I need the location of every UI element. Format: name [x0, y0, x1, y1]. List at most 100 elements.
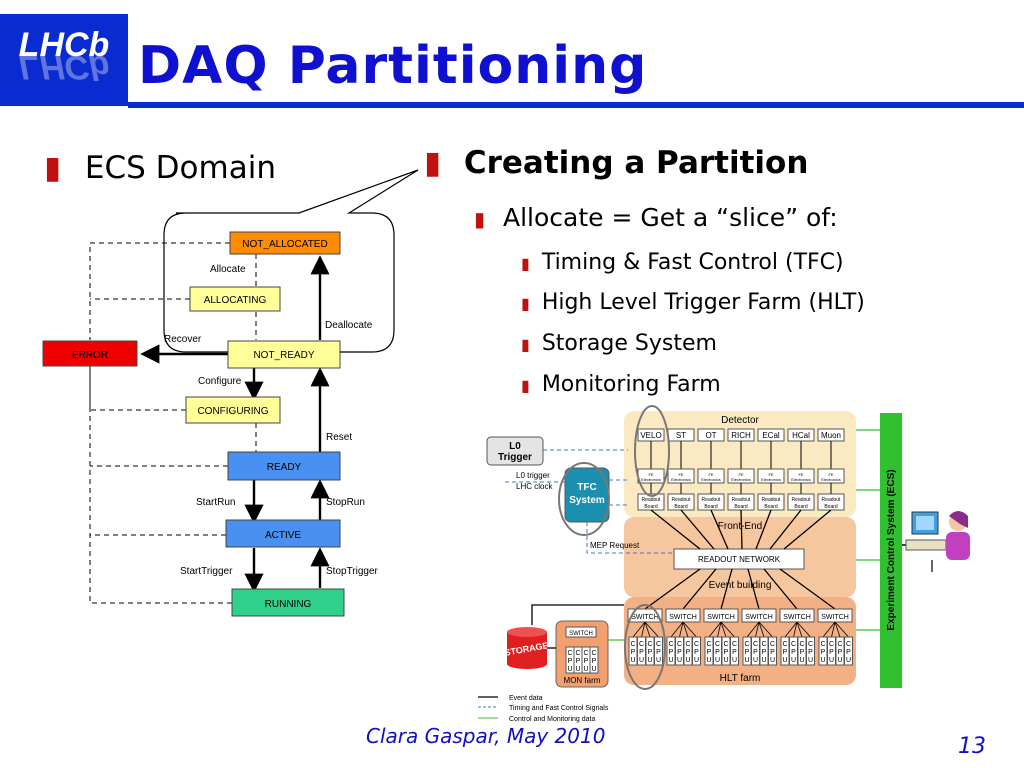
fe-label: FE: [648, 472, 653, 477]
cpu-label: C: [799, 641, 804, 648]
lhcb-logo: LHCb LHCb: [0, 14, 128, 106]
svg-text:CONFIGURING: CONFIGURING: [197, 406, 268, 417]
cpu-label: C: [753, 641, 758, 648]
fe-label: FE: [738, 472, 743, 477]
cpu-label: P: [846, 649, 851, 656]
fe-label: Electronics: [791, 477, 811, 482]
cpu-label: U: [723, 657, 728, 664]
cpu-label: P: [592, 658, 597, 665]
cpu-label: U: [694, 657, 699, 664]
svg-text:HLT farm: HLT farm: [720, 673, 761, 684]
subdetector-label: Muon: [821, 431, 841, 440]
readout-label: Board: [644, 504, 658, 510]
readout-label: Board: [794, 504, 808, 510]
svg-text:LHC clock: LHC clock: [516, 482, 553, 491]
cpu-label: P: [732, 649, 737, 656]
subdetector-label: OT: [705, 431, 716, 440]
creating-partition-label: Creating a Partition: [463, 145, 809, 181]
cpu-label: U: [656, 657, 661, 664]
cpu-label: C: [808, 641, 813, 648]
switch-label: SWITCH: [631, 614, 659, 621]
cpu-label: P: [677, 649, 682, 656]
cpu-label: C: [647, 641, 652, 648]
allocate-label: Allocate = Get a “slice” of:: [502, 203, 838, 232]
svg-text:NOT_ALLOCATED: NOT_ALLOCATED: [242, 239, 327, 250]
cpu-label: C: [770, 641, 775, 648]
cpu-label: P: [724, 649, 729, 656]
subdetector-label: HCal: [792, 431, 810, 440]
cpu-label: U: [753, 657, 758, 664]
cpu-label: C: [575, 650, 580, 657]
svg-text:TFC: TFC: [577, 482, 596, 493]
cpu-label: P: [648, 649, 653, 656]
svg-text:L0 trigger: L0 trigger: [516, 471, 550, 480]
cpu-label: P: [707, 649, 712, 656]
cpu-label: P: [783, 649, 788, 656]
cpu-label: U: [732, 657, 737, 664]
cpu-box: [806, 636, 815, 666]
svg-text:Deallocate: Deallocate: [325, 320, 373, 331]
readout-label: Board: [824, 504, 838, 510]
fe-label: FE: [798, 472, 803, 477]
switch-label: SWITCH: [745, 614, 773, 621]
state-not-allocated: [229, 231, 341, 255]
subdetector-label: VELO: [640, 431, 661, 440]
cpu-label: P: [686, 649, 691, 656]
svg-text:StartRun: StartRun: [196, 497, 235, 508]
cpu-label: C: [694, 641, 699, 648]
svg-text:Reset: Reset: [326, 432, 352, 443]
cpu-label: C: [829, 641, 834, 648]
cpu-label: P: [694, 649, 699, 656]
cpu-label: U: [706, 657, 711, 664]
state-allocating: [189, 286, 281, 312]
cpu-label: P: [639, 649, 644, 656]
fe-label: FE: [828, 472, 833, 477]
fe-label: Electronics: [701, 477, 721, 482]
cpu-label: P: [715, 649, 720, 656]
cpu-label: U: [808, 657, 813, 664]
fe-label: FE: [768, 472, 773, 477]
switch-label: SWITCH: [707, 614, 735, 621]
subdetector-label: ST: [676, 431, 686, 440]
readout-label: Readout: [762, 497, 782, 503]
cpu-label: C: [723, 641, 728, 648]
cpu-label: C: [791, 641, 796, 648]
ecs-bar: [880, 413, 902, 688]
state-active: [225, 519, 341, 548]
list-item: ▮Monitoring Farm: [521, 372, 721, 397]
svg-text:ALLOCATING: ALLOCATING: [204, 295, 267, 306]
sub-bullet: ▮ Allocate = Get a “slice” of:: [474, 203, 838, 232]
subdetector-label: RICH: [731, 431, 751, 440]
cpu-label: U: [782, 657, 787, 664]
operator-icon: [905, 511, 970, 572]
cpu-label: C: [583, 650, 588, 657]
readout-network: [673, 548, 805, 570]
svg-text:READOUT NETWORK: READOUT NETWORK: [698, 555, 781, 564]
cpu-label: P: [656, 649, 661, 656]
cpu-label: U: [846, 657, 851, 664]
cpu-box: [692, 636, 701, 666]
cpu-label: U: [829, 657, 834, 664]
cpu-label: C: [630, 641, 635, 648]
readout-label: Board: [704, 504, 718, 510]
fe-label: FE: [708, 472, 713, 477]
cpu-label: P: [762, 649, 767, 656]
cpu-label: U: [639, 657, 644, 664]
svg-text:MON farm: MON farm: [564, 676, 601, 685]
subdetector-label: ECal: [762, 431, 780, 440]
svg-text:ERROR: ERROR: [72, 350, 108, 361]
fe-label: FE: [678, 472, 683, 477]
cpu-label: U: [647, 657, 652, 664]
state-ready: [227, 451, 341, 481]
svg-text:ACTIVE: ACTIVE: [265, 530, 301, 541]
title-rule: [128, 102, 1024, 108]
svg-text:Event building: Event building: [709, 580, 772, 591]
svg-text:READY: READY: [267, 462, 302, 473]
svg-text:Timing and Fast Control Signal: Timing and Fast Control Signals: [509, 705, 609, 712]
legend: Event data Timing and Fast Control Signa…: [478, 695, 609, 723]
cpu-label: P: [568, 658, 573, 665]
svg-text:Recover: Recover: [164, 334, 202, 345]
cpu-label: C: [761, 641, 766, 648]
page-number: 13: [958, 734, 986, 759]
readout-label: Board: [674, 504, 688, 510]
